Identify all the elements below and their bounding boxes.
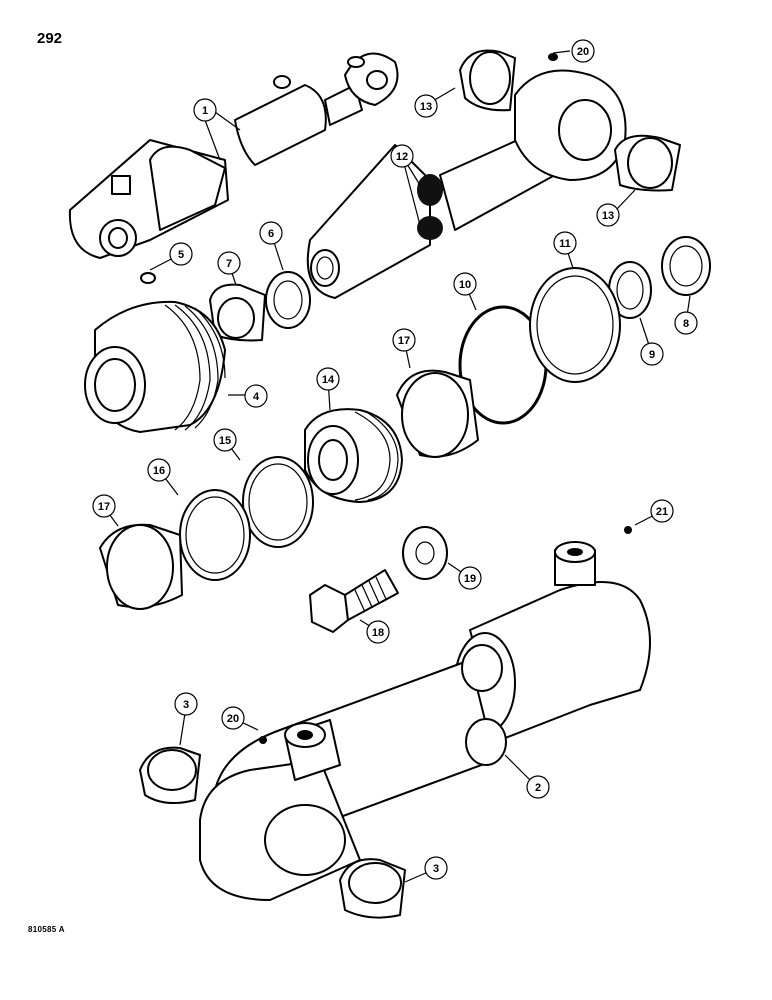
callout-label: 19 bbox=[464, 573, 476, 585]
callout-label: 17 bbox=[398, 335, 410, 347]
callout-6: 6 bbox=[259, 221, 283, 245]
callout-1: 1 bbox=[193, 98, 217, 122]
callout-label: 14 bbox=[322, 374, 335, 386]
callout-label: 8 bbox=[683, 318, 689, 330]
callout-label: 13 bbox=[602, 210, 614, 222]
callout-20-bottom: 20 bbox=[221, 706, 245, 730]
bushing-3-right-drawing bbox=[339, 858, 406, 919]
callout-16: 16 bbox=[147, 458, 171, 482]
callout-label: 11 bbox=[559, 238, 571, 250]
callout-14: 14 bbox=[316, 367, 340, 391]
callout-17-right: 17 bbox=[392, 328, 416, 352]
callout-label: 6 bbox=[268, 228, 274, 240]
callout-label: 13 bbox=[420, 101, 432, 113]
backup-ring-11-drawing bbox=[529, 267, 621, 383]
callout-label: 4 bbox=[253, 391, 260, 403]
callout-8: 8 bbox=[674, 311, 698, 335]
callout-label: 2 bbox=[535, 782, 541, 794]
bushing-3-left-drawing bbox=[139, 746, 201, 805]
callout-13-right: 13 bbox=[596, 203, 620, 227]
callout-7: 7 bbox=[217, 251, 241, 275]
callout-3-right: 3 bbox=[424, 856, 448, 880]
seal-9-drawing bbox=[608, 261, 652, 319]
callout-label: 21 bbox=[656, 506, 668, 518]
callout-3-left: 3 bbox=[174, 692, 198, 716]
callout-label: 9 bbox=[649, 349, 655, 361]
callout-18: 18 bbox=[366, 620, 390, 644]
page-number: 292 bbox=[37, 30, 63, 47]
callout-9: 9 bbox=[640, 342, 664, 366]
callout-15: 15 bbox=[213, 428, 237, 452]
barrel-2-drawing bbox=[199, 541, 651, 901]
callout-label: 20 bbox=[577, 46, 589, 58]
callout-label: 3 bbox=[433, 863, 439, 875]
callout-19: 19 bbox=[458, 566, 482, 590]
callout-label: 7 bbox=[226, 258, 232, 270]
callout-label: 3 bbox=[183, 699, 189, 711]
callout-label: 10 bbox=[459, 279, 471, 291]
callout-label: 16 bbox=[153, 465, 165, 477]
wear-ring-17-right-drawing bbox=[396, 369, 479, 458]
piston-14-drawing bbox=[304, 408, 403, 503]
callout-17-left: 17 bbox=[92, 494, 116, 518]
wiper-8-drawing bbox=[661, 236, 711, 296]
wear-ring-7-drawing bbox=[209, 283, 266, 342]
washer-19-drawing bbox=[402, 526, 448, 580]
callout-label: 12 bbox=[396, 151, 408, 163]
wear-ring-17-left-drawing bbox=[99, 523, 183, 610]
grease-fitting-21-drawing bbox=[624, 526, 632, 534]
callout-2: 2 bbox=[526, 775, 550, 799]
bolt-18-drawing bbox=[309, 569, 399, 633]
seal-ring-16-drawing bbox=[179, 489, 251, 581]
callout-13-top: 13 bbox=[414, 94, 438, 118]
seal-ring-15-drawing bbox=[242, 456, 314, 548]
callout-label: 1 bbox=[202, 105, 208, 117]
callout-label: 15 bbox=[219, 435, 231, 447]
callout-4: 4 bbox=[244, 384, 268, 408]
callout-label: 18 bbox=[372, 627, 384, 639]
bushing-13-right-drawing bbox=[614, 134, 681, 192]
callout-5: 5 bbox=[169, 242, 193, 266]
callout-20-top: 20 bbox=[571, 39, 595, 63]
callout-label: 17 bbox=[98, 501, 110, 513]
assembled-cylinder-drawing bbox=[68, 52, 399, 259]
callout-10: 10 bbox=[453, 272, 477, 296]
reference-code: 810585 A bbox=[28, 925, 65, 934]
seal-6-drawing bbox=[265, 271, 311, 329]
callout-label: 5 bbox=[178, 249, 184, 261]
bushing-13-top-drawing bbox=[459, 49, 516, 112]
callout-label: 20 bbox=[227, 713, 239, 725]
gland-4-drawing bbox=[84, 272, 226, 433]
piston-rod-drawing bbox=[306, 53, 627, 299]
callout-21: 21 bbox=[650, 499, 674, 523]
callout-11: 11 bbox=[553, 231, 577, 255]
callout-12: 12 bbox=[390, 144, 414, 168]
